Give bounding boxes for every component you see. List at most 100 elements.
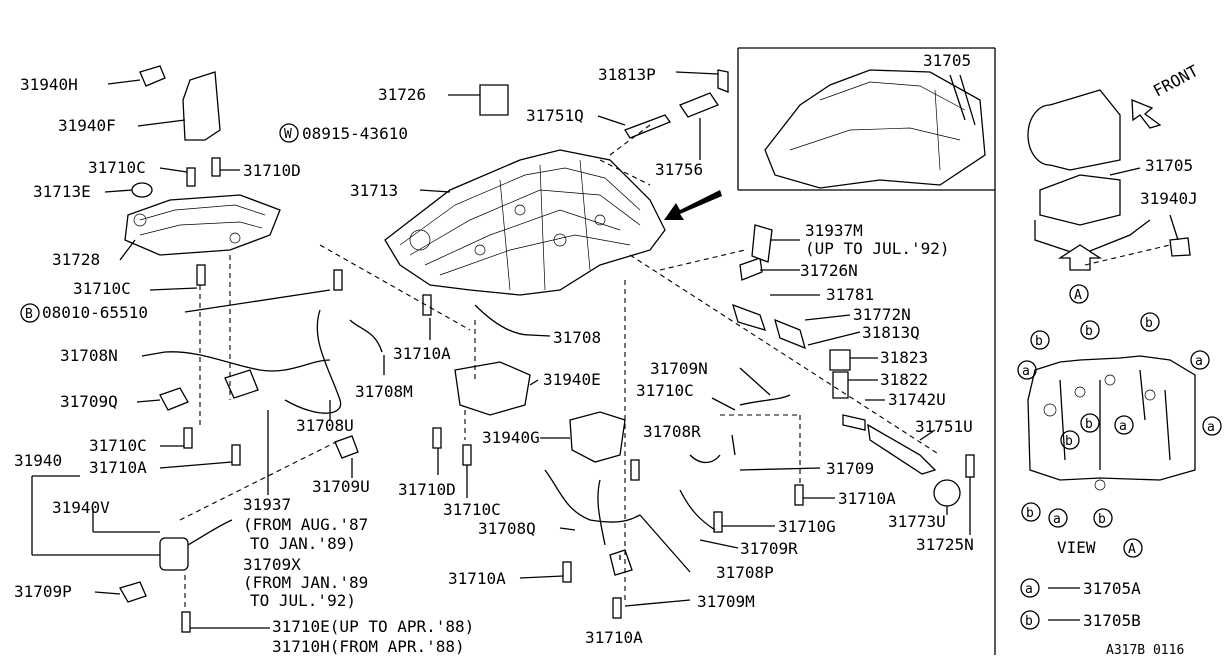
label-31725n: 31725N [916, 535, 974, 554]
assembly-dashed-lines [179, 124, 1171, 610]
label-31713: 31713 [350, 181, 398, 200]
label-31709n: 31709N [650, 359, 708, 378]
label-31937m-note: (UP TO JUL.'92) [805, 239, 950, 258]
label-31710c-d: 31710C [443, 500, 501, 519]
bracket-drawings [119, 361, 633, 603]
label-31937-to: TO JAN.'89) [250, 534, 356, 553]
label-31726n: 31726N [800, 261, 858, 280]
label-31710e: 31710E(UP TO APR.'88) [272, 617, 474, 636]
label-31710a-b: 31710A [393, 344, 451, 363]
callout-a-2: a [1195, 354, 1203, 369]
washer-marker-circle [279, 123, 299, 143]
label-31710g: 31710G [778, 517, 836, 536]
transmission-sketch [1027, 89, 1191, 271]
bolt-marker-circle [20, 303, 40, 323]
valve-cover-plate-drawing [124, 194, 281, 256]
label-31726: 31726 [378, 85, 426, 104]
label-31772n: 31772N [853, 305, 911, 324]
label-31940e: 31940E [543, 370, 601, 389]
callout-a-3: a [1119, 419, 1127, 434]
label-31710d-a: 31710D [243, 161, 301, 180]
direction-arrows [664, 190, 722, 220]
label-31710h: 31710H(FROM APR.'88) [272, 637, 465, 656]
label-31940f: 31940F [58, 116, 116, 135]
label-31940: 31940 [14, 451, 62, 470]
label-31705-side: 31705 [1145, 156, 1193, 175]
callout-a-5: a [1053, 512, 1061, 527]
callout-b-5: b [1065, 434, 1073, 449]
diagram-ref-code: A317B 0116 [1106, 643, 1184, 658]
label-front: FRONT [1150, 61, 1202, 101]
label-31708n: 31708N [60, 346, 118, 365]
label-31937: 31937 [243, 495, 291, 514]
label-31710c-c: 31710C [89, 436, 147, 455]
label-31940j: 31940J [1140, 189, 1198, 208]
arrow-a-marker-circle [1069, 284, 1089, 304]
label-bolt-08010: 08010-65510 [42, 303, 148, 322]
inset-valve-body-drawing [764, 69, 986, 189]
label-31937-from: (FROM AUG.'87 [243, 515, 368, 534]
part-labels: 31940H 31940F 31710C 31710D 31713E 31728… [14, 51, 1202, 658]
label-31940h: 31940H [20, 75, 78, 94]
control-valve-body-drawing [384, 149, 666, 296]
oil-pipe-drawings [164, 304, 791, 546]
label-31940g: 31940G [482, 428, 540, 447]
callout-b-7: b [1098, 512, 1106, 527]
label-31710c-e: 31710C [636, 381, 694, 400]
label-31705-top: 31705 [923, 51, 971, 70]
solenoid-drawing [159, 369, 259, 571]
label-31781: 31781 [826, 285, 874, 304]
part-31713e-drawing [131, 182, 153, 198]
label-31742u: 31742U [888, 390, 946, 409]
label-31710a-d: 31710A [585, 628, 643, 647]
label-31710a-e: 31710A [838, 489, 896, 508]
label-31708u: 31708U [296, 416, 354, 435]
label-31710d-b: 31710D [398, 480, 456, 499]
label-31823: 31823 [880, 348, 928, 367]
callout-a-1: a [1022, 364, 1030, 379]
callout-b-1: b [1035, 334, 1043, 349]
callout-a-4: a [1207, 420, 1215, 435]
label-washer-08915: 08915-43610 [302, 124, 408, 143]
view-a-schematic [1027, 355, 1196, 491]
label-31710a-c: 31710A [448, 569, 506, 588]
view-a-marker-letter: A [1128, 542, 1136, 557]
view-a-marker-circle [1123, 538, 1143, 558]
label-31709x: 31709X [243, 555, 301, 574]
leader-lines [31, 71, 1179, 629]
label-31708r: 31708R [643, 422, 701, 441]
inset-frame [737, 47, 996, 655]
bolt-marker-letter: B [25, 307, 33, 322]
label-31756: 31756 [655, 160, 703, 179]
label-31813p: 31813P [598, 65, 656, 84]
label-31773u: 31773U [888, 512, 946, 531]
label-31709r: 31709R [740, 539, 798, 558]
front-direction-arrow [664, 190, 722, 220]
label-31940v: 31940V [52, 498, 110, 517]
legend-31705a: 31705A [1083, 579, 1141, 598]
bracket-31940f-drawing [182, 71, 221, 141]
callout-b-6: b [1026, 506, 1034, 521]
label-31709x-from: (FROM JAN.'89 [243, 573, 368, 592]
label-31708p: 31708P [716, 563, 774, 582]
label-31709m: 31709M [697, 592, 755, 611]
legend-31705b: 31705B [1083, 611, 1141, 630]
washer-marker-letter: W [284, 127, 292, 142]
label-31710c-a: 31710C [88, 158, 146, 177]
label-31710a-a: 31710A [89, 458, 147, 477]
legend-b-marker: b [1025, 614, 1033, 629]
callout-b-3: b [1145, 316, 1153, 331]
bolt-drawings [181, 157, 804, 633]
circled-markers: W B A A b b b a a b a b a b a b a b [20, 123, 1222, 630]
label-view: VIEW [1057, 538, 1096, 557]
label-31751u: 31751U [915, 417, 973, 436]
label-31709q: 31709Q [60, 392, 118, 411]
label-31709x-to: TO JUL.'92) [250, 591, 356, 610]
callout-b-2: b [1085, 324, 1093, 339]
label-31728: 31728 [52, 250, 100, 269]
label-31822: 31822 [880, 370, 928, 389]
label-31709u: 31709U [312, 477, 370, 496]
label-31713e: 31713E [33, 182, 91, 201]
label-31709: 31709 [826, 459, 874, 478]
